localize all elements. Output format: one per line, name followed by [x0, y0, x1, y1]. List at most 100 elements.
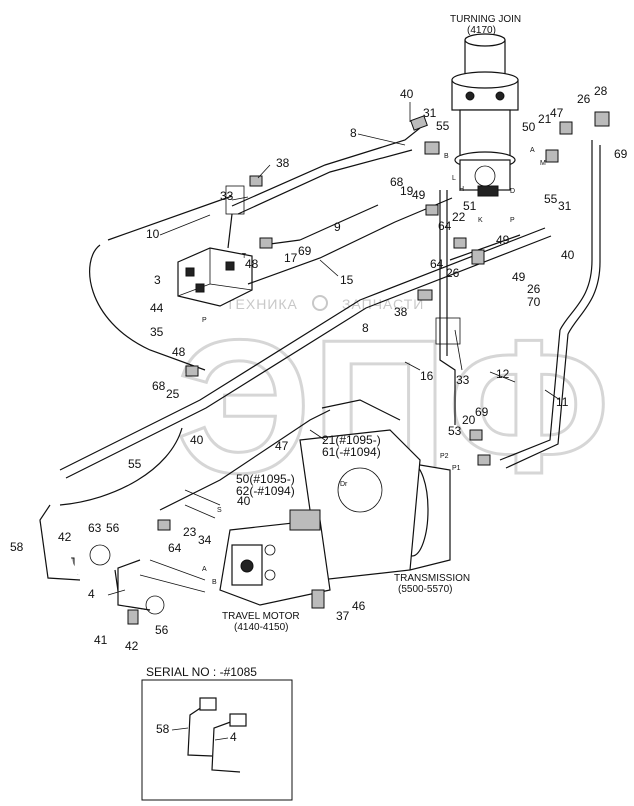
callout-42: 42	[58, 530, 72, 544]
port-label: D	[510, 188, 515, 195]
callout-17: 17	[284, 251, 298, 265]
callout-61-1094: 61(-#1094)	[322, 445, 381, 459]
callout-22: 22	[452, 210, 466, 224]
port-label: M	[540, 160, 546, 167]
port-label: P1	[452, 465, 461, 472]
callout-62-1094: 62(-#1094)	[236, 484, 295, 498]
callout-10: 10	[146, 227, 160, 241]
callout-31: 31	[558, 199, 572, 213]
callout-70: 70	[527, 295, 541, 309]
callout-49: 49	[412, 188, 426, 202]
serial-inset: SERIAL NO : -#1085 58 4	[141, 665, 293, 801]
callout-8: 8	[362, 321, 369, 335]
callout-56: 56	[106, 521, 120, 535]
callout-11: 11	[556, 395, 569, 409]
inset-title: SERIAL NO : -#1085	[146, 665, 257, 679]
callout-47: 47	[275, 439, 289, 453]
port-label: A	[530, 147, 535, 154]
inset-part-4: 4	[230, 730, 237, 744]
callout-69: 69	[614, 147, 628, 161]
turning-joint-name: TURNING JOIN	[450, 14, 521, 25]
callout-4: 4	[88, 587, 95, 601]
callout-56: 56	[155, 623, 169, 637]
callout-35: 35	[150, 325, 164, 339]
callout-64: 64	[430, 257, 444, 271]
callout-28: 28	[594, 84, 608, 98]
callout-44: 44	[150, 301, 164, 315]
port-label: K	[478, 217, 483, 224]
callout-38: 38	[394, 305, 408, 319]
callout-55: 55	[436, 119, 450, 133]
callout-31: 31	[423, 106, 437, 120]
callout-55: 55	[128, 457, 142, 471]
travel-motor-name: TRAVEL MOTOR	[222, 611, 300, 622]
callout-20: 20	[462, 413, 476, 427]
travel-motor-code: (4140-4150)	[234, 622, 288, 633]
callout-49: 49	[512, 270, 526, 284]
callout-26: 26	[446, 266, 460, 280]
transmission-motor	[219, 429, 451, 606]
callout-12: 12	[496, 367, 510, 381]
callout-68: 68	[390, 175, 404, 189]
callout-64: 64	[168, 541, 182, 555]
callout-41: 41	[94, 633, 108, 647]
port-label: P	[202, 317, 207, 324]
callout-16: 16	[420, 369, 434, 383]
callout-69: 69	[475, 405, 489, 419]
callout-33: 33	[220, 189, 234, 203]
callout-55: 55	[544, 192, 558, 206]
port-label: A	[202, 566, 207, 573]
callout-26: 26	[527, 282, 541, 296]
callout-19: 19	[400, 184, 414, 198]
callout-25: 25	[166, 387, 180, 401]
port-label: Dr	[340, 481, 348, 488]
callout-42: 42	[125, 639, 139, 653]
transmission-name: TRANSMISSION	[394, 573, 470, 584]
turning-joint-code: (4170)	[467, 25, 496, 36]
callout-21-1095: 21(#1095-)	[322, 433, 381, 447]
gear-icon	[312, 295, 328, 311]
port-label: S	[217, 507, 222, 514]
port-label: H	[459, 186, 464, 193]
callout-63: 63	[88, 521, 102, 535]
callout-34: 34	[198, 533, 212, 547]
callout-40: 40	[400, 87, 414, 101]
callout-47: 47	[550, 106, 564, 120]
callout-23: 23	[183, 525, 197, 539]
port-label: B	[212, 579, 217, 586]
port-labels: A M B L H D K P T P P2 P1 Dr S A B	[202, 147, 546, 586]
callout-40: 40	[561, 248, 575, 262]
callout-38: 38	[276, 156, 290, 170]
callout-50: 50	[522, 120, 536, 134]
callout-3: 3	[154, 273, 161, 287]
inset-part-58: 58	[156, 722, 170, 736]
callout-51: 51	[463, 199, 477, 213]
callout-53: 53	[448, 424, 462, 438]
callout-15: 15	[340, 273, 354, 287]
watermark-brand: ТЕХНИКА	[226, 296, 298, 312]
turning-joint	[451, 33, 519, 197]
callout-69: 69	[298, 244, 312, 258]
callout-40: 40	[237, 494, 251, 508]
callout-50-1095: 50(#1095-)	[236, 472, 295, 486]
watermark-brand2: ЗАПЧАСТИ	[342, 296, 424, 312]
callout-33: 33	[456, 373, 470, 387]
transmission-code: (5500-5570)	[398, 584, 452, 595]
callout-64: 64	[438, 219, 452, 233]
callout-8: 8	[350, 126, 357, 140]
component-labels: TURNING JOIN (4170) TRANSMISSION (5500-5…	[222, 14, 521, 633]
callout-37: 37	[336, 609, 350, 623]
fittings	[39, 111, 610, 625]
valve-block	[177, 247, 253, 307]
callout-49: 49	[496, 233, 510, 247]
callout-58: 58	[10, 540, 24, 554]
port-label: L	[452, 175, 456, 182]
callout-26: 26	[577, 92, 591, 106]
port-label: T	[242, 253, 247, 260]
callout-48: 48	[245, 257, 259, 271]
callout-40: 40	[190, 433, 204, 447]
port-label: B	[444, 153, 449, 160]
callout-68: 68	[152, 379, 166, 393]
